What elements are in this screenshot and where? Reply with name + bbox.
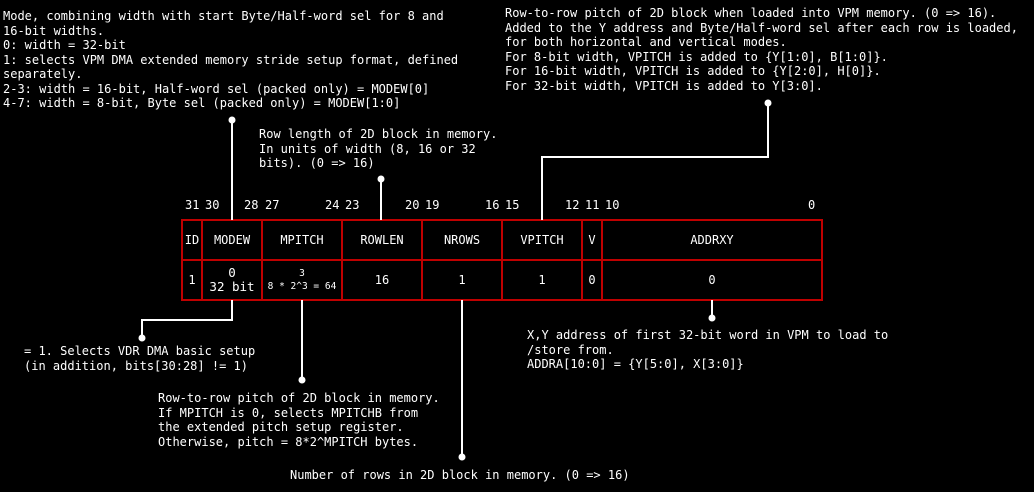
field-rowlen-header: ROWLEN [360,233,404,247]
bit-number-23: 23 [345,198,360,212]
field-vpitch-value: 1 [502,260,582,300]
field-modew-value: 0 32 bit [202,260,262,300]
vpitch-value-text: 1 [538,273,546,287]
addrxy-description: X,Y address of first 32-bit word in VPM … [527,328,889,371]
v-value-text: 0 [588,273,596,287]
field-addrxy-header: ADDRXY [690,233,734,247]
modew-value-text: 0 [228,265,236,280]
rowlen-description: Row length of 2D block in memory. In uni… [259,127,498,170]
field-nrows-value: 1 [422,260,502,300]
bit-number-28: 28 [244,198,259,212]
bit-number-12: 12 [565,198,580,212]
bit-number-30: 30 [205,198,220,212]
modew-description: Mode, combining width with start Byte/Ha… [3,9,459,110]
vpitch-description: Row-to-row pitch of 2D block when loaded… [505,6,1018,93]
bit-number-10: 10 [605,198,620,212]
field-vpitch-header: VPITCH [520,233,564,247]
bit-number-24: 24 [325,198,340,212]
bit-number-20: 20 [405,198,420,212]
field-addrxy-value: 0 [602,260,822,300]
field-nrows-header: NROWS [443,233,481,247]
rowlen-value-text: 16 [374,273,390,287]
nrows-description: Number of rows in 2D block in memory. (0… [290,468,630,482]
bit-number-15: 15 [505,198,520,212]
bit-number-27: 27 [265,198,280,212]
bit-number-19: 19 [425,198,440,212]
id-value-text: 1 [188,273,196,287]
mpitch-description: Row-to-row pitch of 2D block in memory. … [158,391,440,449]
modew-value-detail: 32 bit [209,279,255,294]
field-rowlen-value: 16 [342,260,422,300]
bit-number-31: 31 [185,198,200,212]
register-grid [181,219,823,301]
field-mpitch-header: MPITCH [280,233,324,247]
field-v-value: 0 [582,260,602,300]
bit-number-0: 0 [808,198,816,212]
mpitch-value-detail: 8 * 2^3 = 64 [267,281,337,292]
field-id-header: ID [184,233,200,247]
nrows-value-text: 1 [458,273,466,287]
bit-number-11: 11 [585,198,600,212]
field-id-value: 1 [182,260,202,300]
id-description: = 1. Selects VDR DMA basic setup (in add… [24,344,256,373]
field-modew-header: MODEW [213,233,251,247]
field-mpitch-value: 3 8 * 2^3 = 64 [262,260,342,300]
bit-number-16: 16 [485,198,500,212]
addrxy-value-text: 0 [708,273,716,287]
leader-dots [138,99,772,461]
field-v-header: V [588,233,596,247]
leader-lines [141,103,769,457]
mpitch-value-text: 3 [299,268,305,279]
